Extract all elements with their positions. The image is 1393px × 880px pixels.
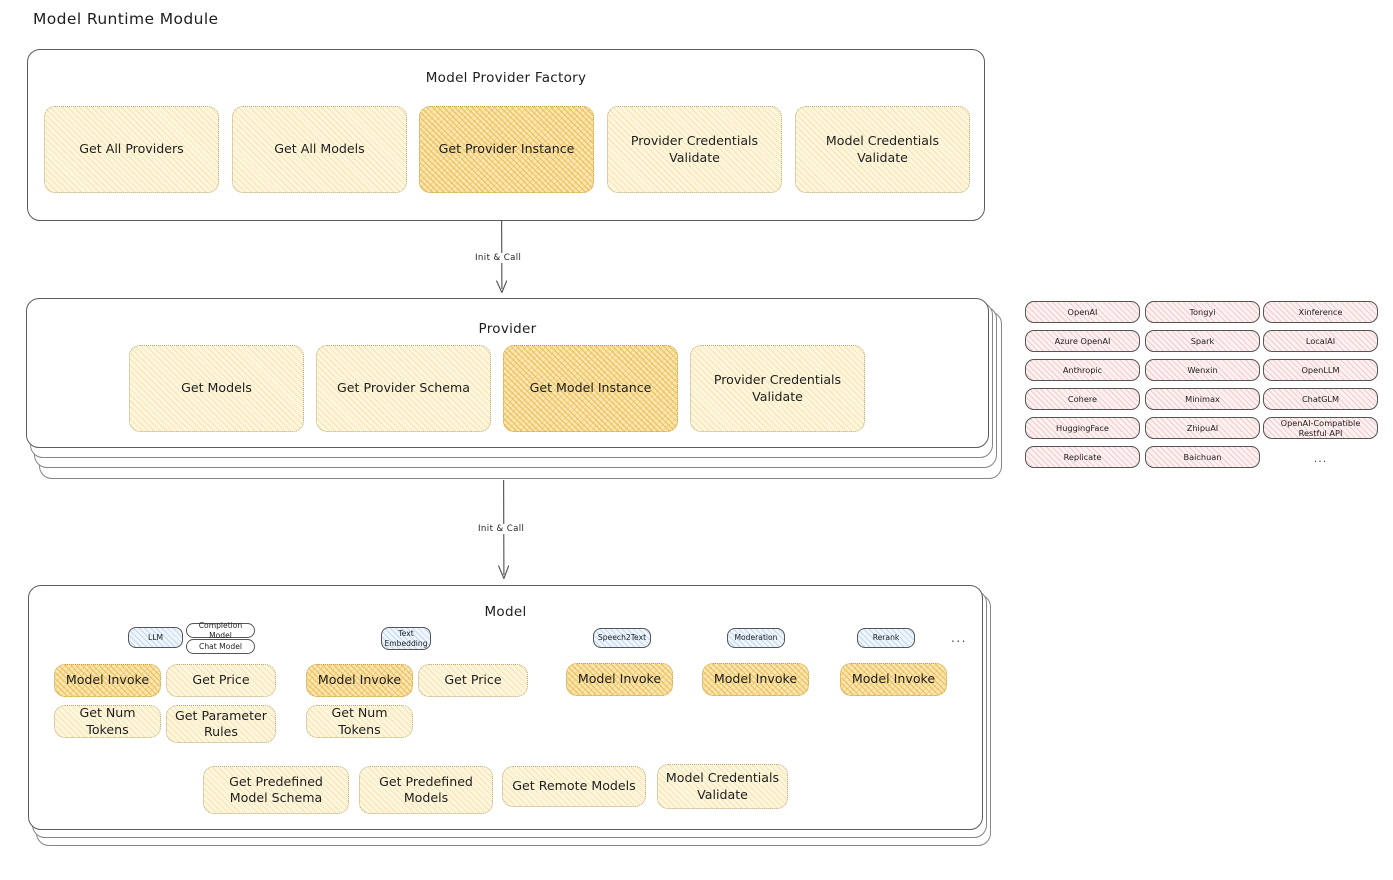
provider-chip-localai[interactable]: LocalAI	[1263, 330, 1378, 352]
provider-chip-openllm[interactable]: OpenLLM	[1263, 359, 1378, 381]
provider-title: Provider	[478, 321, 537, 337]
provider-chip-anthropic[interactable]: Anthropic	[1025, 359, 1140, 381]
provider-method-get-provider-schema[interactable]: Get Provider Schema	[316, 345, 491, 432]
factory-method-model-credentials-validate[interactable]: Model Credentials Validate	[795, 106, 970, 193]
provider-chip-wenxin[interactable]: Wenxin	[1145, 359, 1260, 381]
model-type-badge-speech2text[interactable]: Speech2Text	[593, 628, 651, 648]
provider-method-provider-credentials-validate[interactable]: Provider Credentials Validate	[690, 345, 865, 432]
model-common-method-get-predefined-models[interactable]: Get Predefined Models	[359, 766, 493, 814]
factory-method-get-all-models[interactable]: Get All Models	[232, 106, 407, 193]
model-common-method-get-remote-models[interactable]: Get Remote Models	[502, 766, 646, 807]
provider-chip-azure-openai[interactable]: Azure OpenAI	[1025, 330, 1140, 352]
model-subtype-badge-chat-model[interactable]: Chat Model	[186, 639, 255, 654]
moderation-method-model-invoke[interactable]: Model Invoke	[702, 663, 809, 696]
provider-chip-replicate[interactable]: Replicate	[1025, 446, 1140, 468]
provider-chip-xinference[interactable]: Xinference	[1263, 301, 1378, 323]
page-title: Model Runtime Module	[33, 10, 219, 28]
text-embedding-method-model-invoke[interactable]: Model Invoke	[306, 664, 413, 697]
speech2text-method-model-invoke[interactable]: Model Invoke	[566, 663, 673, 696]
provider-list-ellipsis: ...	[1313, 452, 1328, 465]
llm-method-get-price[interactable]: Get Price	[166, 664, 276, 697]
provider-chip-openai[interactable]: OpenAI	[1025, 301, 1140, 323]
text-embedding-method-get-num-tokens[interactable]: Get Num Tokens	[306, 705, 413, 738]
provider-chip-baichuan[interactable]: Baichuan	[1145, 446, 1260, 468]
arrow-provider-to-model-label: Init & Call	[475, 524, 528, 534]
factory-method-provider-credentials-validate[interactable]: Provider Credentials Validate	[607, 106, 782, 193]
llm-method-get-num-tokens[interactable]: Get Num Tokens	[54, 705, 161, 738]
provider-chip-openai-compatible-restful-api[interactable]: OpenAI-Compatible Restful API	[1263, 417, 1378, 439]
provider-chip-huggingface[interactable]: HuggingFace	[1025, 417, 1140, 439]
provider-method-get-models[interactable]: Get Models	[129, 345, 304, 432]
arrow-factory-to-provider-label: Init & Call	[472, 253, 525, 263]
provider-chip-zhipuai[interactable]: ZhipuAI	[1145, 417, 1260, 439]
model-title: Model	[484, 604, 527, 620]
factory-method-get-all-providers[interactable]: Get All Providers	[44, 106, 219, 193]
model-type-badge-text-embedding[interactable]: Text Embedding	[381, 627, 431, 650]
text-embedding-method-get-price[interactable]: Get Price	[418, 664, 528, 697]
rerank-method-model-invoke[interactable]: Model Invoke	[840, 663, 947, 696]
llm-method-get-parameter-rules[interactable]: Get Parameter Rules	[166, 705, 276, 743]
model-common-method-model-credentials-validate[interactable]: Model Credentials Validate	[657, 764, 788, 809]
model-subtype-badge-completion-model[interactable]: Completion Model	[186, 621, 255, 640]
model-type-badge-rerank[interactable]: Rerank	[857, 628, 915, 648]
model-type-badge-llm[interactable]: LLM	[128, 627, 183, 648]
model-common-method-get-predefined-model-schema[interactable]: Get Predefined Model Schema	[203, 766, 349, 814]
provider-chip-tongyi[interactable]: Tongyi	[1145, 301, 1260, 323]
llm-method-model-invoke[interactable]: Model Invoke	[54, 664, 161, 697]
model-provider-factory-title: Model Provider Factory	[425, 70, 587, 86]
model-type-badge-moderation[interactable]: Moderation	[727, 628, 785, 648]
factory-method-get-provider-instance[interactable]: Get Provider Instance	[419, 106, 594, 193]
provider-chip-minimax[interactable]: Minimax	[1145, 388, 1260, 410]
provider-chip-cohere[interactable]: Cohere	[1025, 388, 1140, 410]
model-types-ellipsis: ...	[951, 631, 967, 645]
provider-chip-chatglm[interactable]: ChatGLM	[1263, 388, 1378, 410]
provider-method-get-model-instance[interactable]: Get Model Instance	[503, 345, 678, 432]
provider-chip-spark[interactable]: Spark	[1145, 330, 1260, 352]
